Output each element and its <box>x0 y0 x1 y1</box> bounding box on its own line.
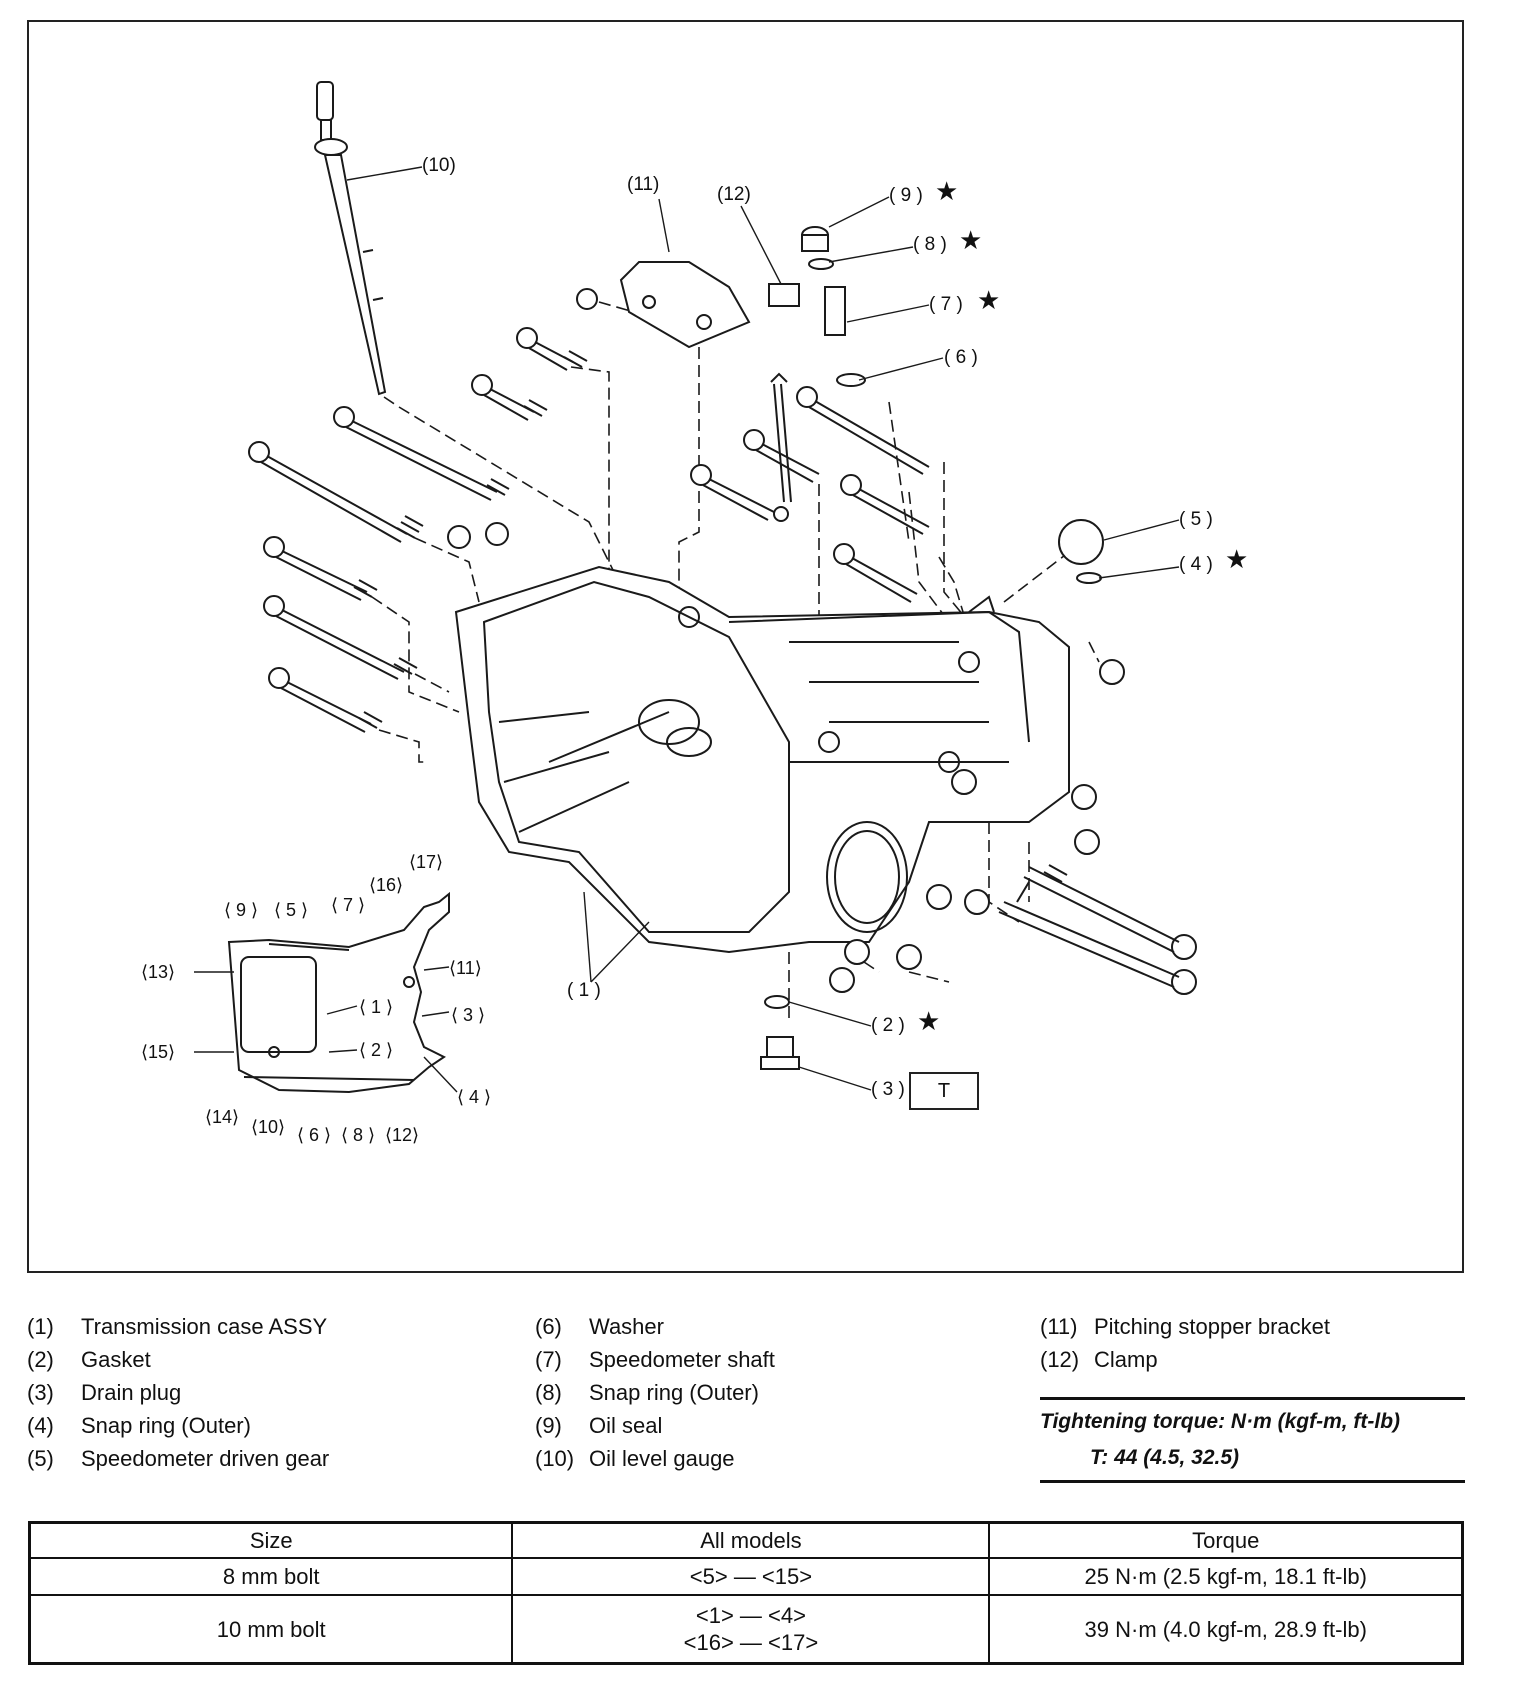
legend-item: (10)Oil level gauge <box>535 1446 735 1471</box>
cell-torque: 39 N·m (4.0 kgf-m, 28.9 ft-lb) <box>988 1594 1464 1665</box>
legend-item: (5)Speedometer driven gear <box>27 1446 330 1471</box>
gasket-callout-11: ⟨11⟩ <box>449 958 482 978</box>
gasket-callout-2: ⟨ 2 ⟩ <box>359 1040 394 1060</box>
star-icon: ★ <box>1225 544 1249 574</box>
torque-t-box: T <box>909 1072 979 1110</box>
gasket-callout-14: ⟨14⟩ <box>205 1107 240 1127</box>
callout-5: ( 5 ) <box>1179 509 1213 530</box>
star-icon: ★ <box>935 176 959 206</box>
callout-12: (12) <box>717 184 751 205</box>
legend-item: (11)Pitching stopper bracket <box>1040 1314 1331 1339</box>
case-nuts-right <box>829 659 1197 995</box>
legend-item: (6)Washer <box>535 1314 664 1339</box>
cell-size: 8 mm bolt <box>28 1557 514 1596</box>
legend-item: (3)Drain plug <box>27 1380 182 1405</box>
star-icon: ★ <box>977 285 1001 315</box>
tightening-torque-note: Tightening torque: N·m (kgf-m, ft-lb) T:… <box>1040 1397 1465 1483</box>
callout-9: ( 9 ) <box>889 185 923 206</box>
table-header-row: Size All models Torque <box>28 1521 1464 1559</box>
gasket-callout-15: ⟨15⟩ <box>141 1042 176 1062</box>
callout-2: ( 2 ) <box>871 1015 905 1036</box>
legend-item: (4)Snap ring (Outer) <box>27 1413 251 1438</box>
callout-1: ( 1 ) <box>567 980 601 1001</box>
parts-legend-col1: (1)Transmission case ASSY (2)Gasket (3)D… <box>27 1310 329 1475</box>
callout-6: ( 6 ) <box>944 347 978 368</box>
cell-torque: 25 N·m (2.5 kgf-m, 18.1 ft-lb) <box>988 1557 1464 1596</box>
gasket-callout-12: ⟨12⟩ <box>385 1125 420 1145</box>
cell-models-line: <16> — <17> <box>683 1630 819 1655</box>
gasket-inset-drawing <box>227 891 450 1094</box>
star-icon: ★ <box>917 1006 941 1036</box>
assembly-guide-lines <box>371 301 1100 1022</box>
callout-3: ( 3 ) <box>871 1079 905 1100</box>
callout-10: (10) <box>422 155 456 176</box>
case-bolts-left <box>248 288 598 733</box>
oil-level-gauge-part <box>314 81 387 396</box>
exploded-view-drawing <box>194 81 1197 1094</box>
gasket-callout-8: ⟨ 8 ⟩ <box>341 1125 376 1145</box>
header-torque: Torque <box>988 1521 1464 1559</box>
gasket-callout-7: ⟨ 7 ⟩ <box>331 895 366 915</box>
gasket-callout-9: ⟨ 9 ⟩ <box>224 900 259 920</box>
gasket-callout-10: ⟨10⟩ <box>251 1117 286 1137</box>
legend-item: (2)Gasket <box>27 1347 151 1372</box>
gasket-callout-1: ⟨ 1 ⟩ <box>359 997 394 1017</box>
callout-8: ( 8 ) <box>913 234 947 255</box>
cell-models-line: <1> — <4> <box>695 1603 806 1628</box>
speedometer-parts <box>801 226 1105 584</box>
gasket-callout-5: ⟨ 5 ⟩ <box>274 900 309 920</box>
cell-models: <5> — <15> <box>511 1557 991 1596</box>
callout-leader-lines <box>194 166 1180 1093</box>
gasket-callout-3: ⟨ 3 ⟩ <box>451 1005 486 1025</box>
callout-7: ( 7 ) <box>929 294 963 315</box>
callout-4: ( 4 ) <box>1179 554 1213 575</box>
legend-item: (9)Oil seal <box>535 1413 663 1438</box>
legend-item: (8)Snap ring (Outer) <box>535 1380 759 1405</box>
legend-item: (7)Speedometer shaft <box>535 1347 775 1372</box>
gasket-callout-13: ⟨13⟩ <box>141 962 176 982</box>
gasket-callout-17: ⟨17⟩ <box>409 852 444 872</box>
gasket-callout-6: ⟨ 6 ⟩ <box>297 1125 332 1145</box>
callout-11: (11) <box>627 174 660 195</box>
gasket-callout-4: ⟨ 4 ⟩ <box>457 1087 492 1107</box>
header-size: Size <box>28 1521 514 1559</box>
legend-item: (1)Transmission case ASSY <box>27 1314 328 1339</box>
table-row: 8 mm bolt <5> — <15> 25 N·m (2.5 kgf-m, … <box>28 1557 1464 1596</box>
transmission-case-body <box>454 565 1070 954</box>
cell-size: 10 mm bolt <box>28 1594 514 1665</box>
case-bolts-right <box>690 386 930 603</box>
pitching-stopper-bracket-part <box>619 261 751 349</box>
gasket-callout-16: ⟨16⟩ <box>369 875 404 895</box>
clamp-part <box>768 283 800 522</box>
exploded-view-diagram: (10) (11) (12) ( 9 ) ★ ( 8 ) ★ ( 7 ) ★ (… <box>27 20 1464 1273</box>
parts-legend-col2: (6)Washer (7)Speedometer shaft (8)Snap r… <box>535 1310 775 1475</box>
table-row: 10 mm bolt <1> — <4> <16> — <17> 39 N·m … <box>28 1594 1464 1665</box>
torque-note-heading: Tightening torque: N·m (kgf-m, ft-lb) <box>1040 1410 1401 1433</box>
torque-note-value: T: 44 (4.5, 32.5) <box>1090 1446 1240 1469</box>
header-all-models: All models <box>511 1521 991 1559</box>
star-icon: ★ <box>959 225 983 255</box>
parts-legend-col3: (11)Pitching stopper bracket (12)Clamp <box>1040 1310 1330 1376</box>
bolt-torque-table: Size All models Torque 8 mm bolt <5> — <… <box>28 1521 1464 1665</box>
drain-plug-part <box>760 995 800 1070</box>
cell-models: <1> — <4> <16> — <17> <box>511 1594 991 1665</box>
legend-item: (12)Clamp <box>1040 1347 1158 1372</box>
